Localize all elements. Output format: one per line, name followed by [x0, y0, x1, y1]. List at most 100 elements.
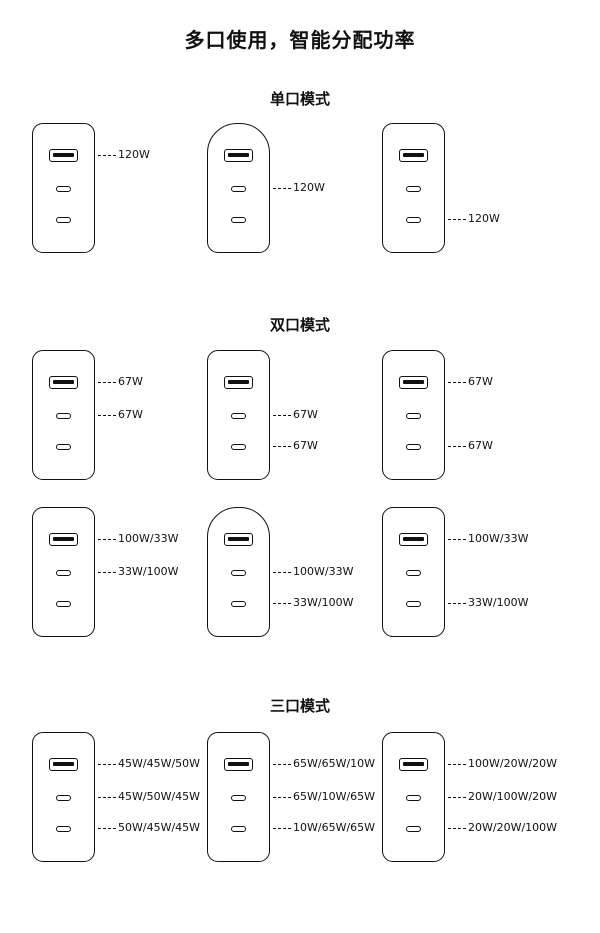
power-label-text: 33W/100W — [468, 596, 529, 609]
dashed-leader-line — [98, 796, 116, 798]
power-label-text: 65W/65W/10W — [293, 757, 376, 770]
dashed-leader-line — [98, 827, 116, 829]
dashed-leader-line — [273, 602, 291, 604]
dashed-leader-line — [448, 827, 466, 829]
power-label: 100W/20W/20W — [448, 757, 557, 771]
power-label-text: 10W/65W/65W — [293, 821, 376, 834]
charger-diagram — [207, 507, 270, 637]
dashed-leader-line — [448, 796, 466, 798]
power-label-text: 33W/100W — [293, 596, 354, 609]
usb-a-port-icon — [49, 533, 78, 546]
usb-a-port-icon — [224, 533, 253, 546]
usb-c-port-icon — [56, 444, 71, 450]
usb-c-port-icon — [231, 601, 246, 607]
section-title-dual: 双口模式 — [269, 316, 330, 334]
power-label: 50W/45W/45W — [98, 821, 200, 835]
usb-a-port-icon — [224, 149, 253, 162]
dashed-leader-line — [448, 538, 466, 540]
dashed-leader-line — [273, 571, 291, 573]
usb-a-port-icon — [399, 149, 428, 162]
dashed-leader-line — [448, 602, 466, 604]
power-label-text: 67W — [468, 375, 493, 388]
power-label: 33W/100W — [273, 596, 353, 610]
dashed-leader-line — [273, 763, 291, 765]
usb-a-port-icon — [224, 376, 253, 389]
dashed-leader-line — [448, 445, 466, 447]
power-label: 45W/45W/50W — [98, 757, 200, 771]
charger-diagram — [382, 507, 445, 637]
power-label-text: 120W — [468, 212, 500, 225]
charger-diagram — [32, 350, 95, 480]
power-label: 20W/100W/20W — [448, 790, 557, 804]
power-label: 100W/33W — [98, 532, 178, 546]
usb-c-port-icon — [406, 601, 421, 607]
usb-c-port-icon — [56, 186, 71, 192]
power-label: 33W/100W — [448, 596, 528, 610]
dashed-leader-line — [98, 414, 116, 416]
charger-diagram — [32, 123, 95, 253]
usb-c-port-icon — [406, 826, 421, 832]
usb-c-port-icon — [56, 413, 71, 419]
dashed-leader-line — [448, 218, 466, 220]
usb-c-port-icon — [406, 570, 421, 576]
dashed-leader-line — [273, 796, 291, 798]
page-title: 多口使用，智能分配功率 — [184, 28, 416, 52]
power-label: 67W — [273, 439, 318, 453]
usb-c-port-icon — [406, 413, 421, 419]
power-label: 120W — [273, 181, 325, 195]
row-dual-b: 100W/33W 33W/100W 100W/33W 33W/100W 100W… — [0, 507, 600, 647]
power-label-text: 120W — [293, 181, 325, 194]
charger-diagram — [207, 732, 270, 862]
dashed-leader-line — [98, 381, 116, 383]
usb-c-port-icon — [406, 186, 421, 192]
usb-c-port-icon — [406, 444, 421, 450]
usb-c-port-icon — [406, 217, 421, 223]
power-label: 100W/33W — [448, 532, 528, 546]
usb-c-port-icon — [231, 217, 246, 223]
dashed-leader-line — [98, 538, 116, 540]
power-label-text: 100W/20W/20W — [468, 757, 558, 770]
usb-c-port-icon — [56, 795, 71, 801]
row-triple: 45W/45W/50W 45W/50W/45W 50W/45W/45W 65W/… — [0, 732, 600, 872]
usb-a-port-icon — [49, 149, 78, 162]
usb-c-port-icon — [231, 570, 246, 576]
power-label-text: 67W — [468, 439, 493, 452]
power-label-text: 33W/100W — [118, 565, 179, 578]
dashed-leader-line — [273, 827, 291, 829]
power-label-text: 120W — [118, 148, 150, 161]
power-label-text: 45W/50W/45W — [118, 790, 201, 803]
dashed-leader-line — [273, 187, 291, 189]
charger-diagram — [207, 123, 270, 253]
power-label-text: 65W/10W/65W — [293, 790, 376, 803]
dashed-leader-line — [273, 445, 291, 447]
dashed-leader-line — [448, 763, 466, 765]
charger-diagram — [32, 732, 95, 862]
usb-c-port-icon — [406, 795, 421, 801]
power-label-text: 20W/100W/20W — [468, 790, 558, 803]
power-label: 20W/20W/100W — [448, 821, 557, 835]
dashed-leader-line — [448, 381, 466, 383]
dashed-leader-line — [98, 763, 116, 765]
power-label: 120W — [448, 212, 500, 226]
usb-c-port-icon — [231, 444, 246, 450]
usb-a-port-icon — [49, 758, 78, 771]
row-single: 120W 120W 120W — [0, 123, 600, 263]
usb-c-port-icon — [231, 826, 246, 832]
power-label: 67W — [98, 375, 143, 389]
usb-c-port-icon — [56, 570, 71, 576]
power-label: 65W/10W/65W — [273, 790, 375, 804]
usb-a-port-icon — [49, 376, 78, 389]
charger-diagram — [382, 732, 445, 862]
usb-a-port-icon — [399, 533, 428, 546]
power-label-text: 67W — [293, 439, 318, 452]
usb-c-port-icon — [231, 186, 246, 192]
power-label: 67W — [98, 408, 143, 422]
power-label-text: 50W/45W/45W — [118, 821, 201, 834]
usb-c-port-icon — [231, 795, 246, 801]
power-label-text: 100W/33W — [468, 532, 529, 545]
power-label-text: 45W/45W/50W — [118, 757, 201, 770]
charger-diagram — [207, 350, 270, 480]
usb-c-port-icon — [231, 413, 246, 419]
power-label: 65W/65W/10W — [273, 757, 375, 771]
charger-diagram — [382, 350, 445, 480]
